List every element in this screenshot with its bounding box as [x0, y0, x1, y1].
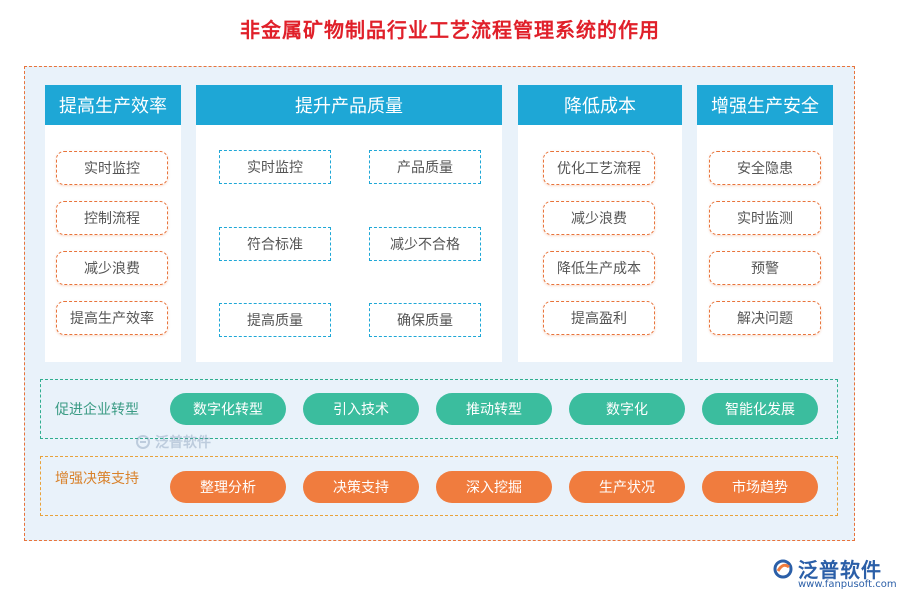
band-pill: 智能化发展: [702, 393, 818, 425]
page-title: 非金属矿物制品行业工艺流程管理系统的作用: [240, 18, 660, 42]
column-safety: 增强生产安全 安全隐患 实时监测 预警 解决问题: [697, 85, 833, 362]
item-box: 实时监控: [56, 151, 168, 185]
column-header: 增强生产安全: [697, 85, 833, 125]
item-box: 减少不合格: [369, 227, 481, 261]
band-pill: 生产状况: [569, 471, 685, 503]
band-pill: 引入技术: [303, 393, 419, 425]
item-box: 控制流程: [56, 201, 168, 235]
item-box: 实时监控: [219, 150, 331, 184]
item-box: 确保质量: [369, 303, 481, 337]
item-box: 提高质量: [219, 303, 331, 337]
band-pill: 决策支持: [303, 471, 419, 503]
item-box: 产品质量: [369, 150, 481, 184]
item-box: 提高盈利: [543, 301, 655, 335]
item-box: 预警: [709, 251, 821, 285]
band-pill: 市场趋势: [702, 471, 818, 503]
column-quality: 提升产品质量 实时监控 产品质量 符合标准 减少不合格 提高质量 确保质量: [196, 85, 502, 362]
watermark-text: 泛普软件: [155, 435, 211, 451]
column-header: 提升产品质量: [196, 85, 502, 125]
band-pill: 整理分析: [170, 471, 286, 503]
item-box: 降低生产成本: [543, 251, 655, 285]
watermark-logo-icon: [136, 435, 150, 449]
item-box: 实时监测: [709, 201, 821, 235]
item-box: 符合标准: [219, 227, 331, 261]
column-efficiency: 提高生产效率 实时监控 控制流程 减少浪费 提高生产效率: [45, 85, 181, 362]
brand-url: www.fanpusoft.com: [798, 579, 897, 590]
item-box: 提高生产效率: [56, 301, 168, 335]
band-pill: 数字化转型: [170, 393, 286, 425]
band-label: 促进企业转型: [55, 402, 139, 418]
band-pill: 深入挖掘: [436, 471, 552, 503]
column-cost: 降低成本 优化工艺流程 减少浪费 降低生产成本 提高盈利: [518, 85, 682, 362]
column-header: 降低成本: [518, 85, 682, 125]
brand-name: 泛普软件: [798, 558, 882, 582]
item-box: 解决问题: [709, 301, 821, 335]
item-box: 优化工艺流程: [543, 151, 655, 185]
item-box: 减少浪费: [56, 251, 168, 285]
item-box: 减少浪费: [543, 201, 655, 235]
band-label: 增强决策支持: [55, 471, 139, 487]
item-box: 安全隐患: [709, 151, 821, 185]
brand-logo: 泛普软件: [772, 554, 882, 583]
band-decision: 增强决策支持 整理分析 决策支持 深入挖掘 生产状况 市场趋势: [40, 456, 838, 516]
brand-logo-icon: [773, 559, 793, 578]
column-header: 提高生产效率: [45, 85, 181, 125]
band-pill: 推动转型: [436, 393, 552, 425]
band-pill: 数字化: [569, 393, 685, 425]
watermark: 泛普软件: [135, 432, 211, 452]
band-transformation: 促进企业转型 数字化转型 引入技术 推动转型 数字化 智能化发展: [40, 379, 838, 439]
